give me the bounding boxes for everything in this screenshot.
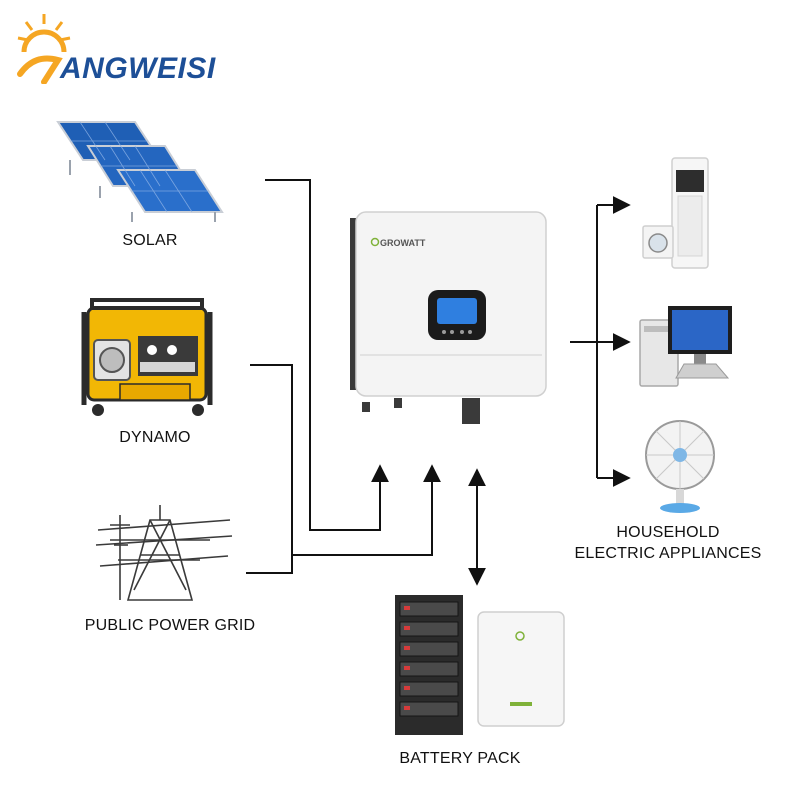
generator-icon — [81, 298, 213, 416]
logo-wordmark: ANGWEISI — [60, 52, 216, 85]
connection-lines — [246, 179, 631, 586]
computer-icon — [639, 306, 732, 387]
dynamo-label: DYNAMO — [119, 429, 191, 446]
appliances-label-line1: HOUSEHOLD — [616, 524, 720, 541]
appliances-label-line2: ELECTRIC APPLIANCES — [574, 545, 762, 562]
fan-icon — [645, 420, 715, 513]
battery-rack-icon — [395, 595, 463, 735]
sun-logo-icon — [17, 14, 71, 84]
brand-logo: ANGWEISI — [14, 12, 224, 85]
inverter-unit — [350, 211, 547, 424]
wall-battery-icon — [477, 611, 565, 727]
power-tower-icon — [95, 505, 233, 601]
solar-panel-icon — [56, 121, 224, 222]
air-conditioner-washer-icon — [642, 157, 709, 269]
battery-pack-label: BATTERY PACK — [399, 750, 521, 767]
public-power-grid-label: PUBLIC POWER GRID — [84, 617, 256, 634]
inverter-brand: GROWATT — [380, 238, 426, 248]
solar-label: SOLAR — [122, 232, 178, 249]
